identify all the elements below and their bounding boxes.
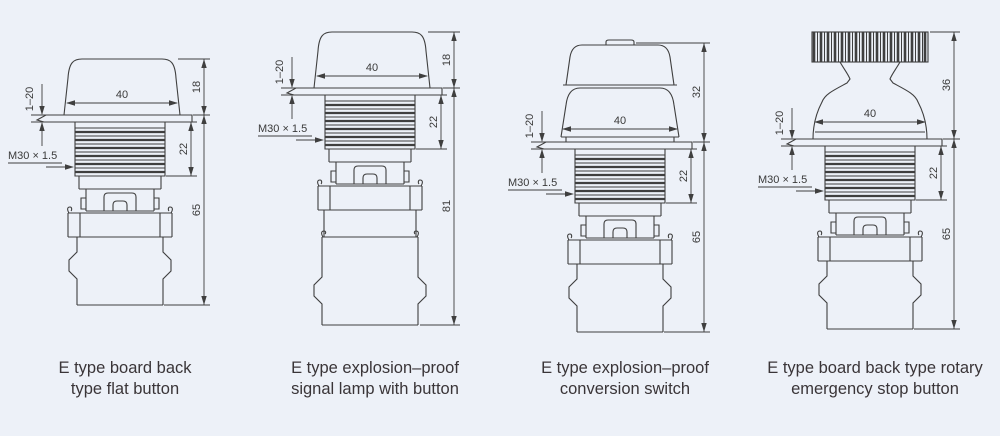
drawing-flat-button: 40 18 1–20 22 bbox=[8, 58, 210, 306]
thread-spec-label: M30 × 1.5 bbox=[258, 123, 324, 143]
caption-line: conversion switch bbox=[559, 380, 691, 399]
caption-line: emergency stop button bbox=[791, 380, 959, 399]
dim-total-height: 65 bbox=[164, 115, 210, 306]
figure-emergency-stop: 40 36 1–20 22 bbox=[750, 0, 1000, 436]
dim-total-height: 81 bbox=[420, 88, 460, 326]
drawing-emergency-stop: 40 36 1–20 22 bbox=[758, 30, 960, 330]
svg-text:40: 40 bbox=[366, 62, 378, 74]
dim-panel-range: 1–20 bbox=[274, 57, 297, 119]
conversion-switch-outline bbox=[536, 39, 693, 333]
caption-line: E type explosion–proof bbox=[541, 359, 709, 377]
dim-cap-height: 18 bbox=[178, 58, 210, 116]
svg-text:22: 22 bbox=[178, 143, 190, 155]
svg-text:22: 22 bbox=[678, 170, 690, 182]
dim-cap-height: 32 bbox=[636, 42, 710, 143]
caption-line: signal lamp with button bbox=[291, 380, 459, 399]
caption-line: type flat button bbox=[70, 380, 180, 399]
svg-text:1–20: 1–20 bbox=[774, 111, 786, 135]
emergency-stop-outline bbox=[786, 30, 943, 330]
svg-text:22: 22 bbox=[928, 167, 940, 179]
dim-top-width: 40 bbox=[814, 108, 926, 125]
flat-button-outline bbox=[36, 58, 193, 306]
figure-signal-lamp: 40 18 1–20 22 bbox=[250, 0, 500, 436]
svg-text:65: 65 bbox=[941, 228, 953, 240]
signal-lamp-outline bbox=[286, 31, 443, 326]
thread-spec-label: M30 × 1.5 bbox=[508, 177, 574, 197]
dim-thread-length: 22 bbox=[916, 145, 947, 201]
svg-text:M30 × 1.5: M30 × 1.5 bbox=[508, 177, 557, 189]
svg-text:18: 18 bbox=[191, 81, 203, 93]
caption-line: E type explosion–proof bbox=[291, 359, 459, 377]
dim-thread-length: 22 bbox=[666, 148, 697, 204]
svg-text:40: 40 bbox=[614, 115, 626, 127]
caption-line: E type board back type rotary bbox=[767, 359, 983, 377]
dim-total-height: 65 bbox=[914, 139, 960, 330]
caption-line: E type board back bbox=[58, 359, 192, 377]
svg-text:36: 36 bbox=[941, 79, 953, 91]
figure-flat-button: 40 18 1–20 22 bbox=[0, 0, 250, 436]
thread-spec-label: M30 × 1.5 bbox=[8, 150, 74, 170]
svg-text:40: 40 bbox=[864, 108, 876, 120]
dim-thread-length: 22 bbox=[416, 94, 447, 150]
thread-spec-label: M30 × 1.5 bbox=[758, 174, 824, 194]
svg-text:65: 65 bbox=[191, 204, 203, 216]
svg-text:22: 22 bbox=[428, 116, 440, 128]
dim-total-height: 65 bbox=[664, 142, 710, 333]
dim-top-width: 40 bbox=[66, 89, 178, 106]
figure-caption: E type board back type rotary emergency … bbox=[750, 358, 1000, 400]
svg-text:M30 × 1.5: M30 × 1.5 bbox=[258, 123, 307, 135]
drawing-conversion-switch: 40 32 1–20 22 bbox=[508, 39, 710, 333]
figure-caption: E type board back type flat button bbox=[0, 358, 250, 400]
svg-text:M30 × 1.5: M30 × 1.5 bbox=[758, 174, 807, 186]
dim-thread-length: 22 bbox=[166, 121, 197, 177]
svg-text:65: 65 bbox=[691, 231, 703, 243]
dim-cap-height: 36 bbox=[930, 31, 960, 140]
dim-top-width: 40 bbox=[562, 115, 678, 132]
figure-conversion-switch: 40 32 1–20 22 bbox=[500, 0, 750, 436]
svg-text:32: 32 bbox=[691, 86, 703, 98]
dim-panel-range: 1–20 bbox=[524, 111, 547, 173]
dim-cap-height: 18 bbox=[428, 31, 460, 89]
drawing-signal-lamp: 40 18 1–20 22 bbox=[258, 31, 460, 326]
figure-caption: E type explosion–proof signal lamp with … bbox=[250, 358, 500, 400]
dim-panel-range: 1–20 bbox=[24, 84, 47, 146]
svg-text:1–20: 1–20 bbox=[24, 87, 36, 111]
svg-text:1–20: 1–20 bbox=[274, 60, 286, 84]
svg-text:1–20: 1–20 bbox=[524, 114, 536, 138]
figure-caption: E type explosion–proof conversion switch bbox=[500, 358, 750, 400]
svg-text:M30 × 1.5: M30 × 1.5 bbox=[8, 150, 57, 162]
svg-text:18: 18 bbox=[441, 54, 453, 66]
svg-text:40: 40 bbox=[116, 89, 128, 101]
dim-panel-range: 1–20 bbox=[774, 108, 797, 170]
knurl-stripes bbox=[812, 30, 927, 64]
dim-top-width: 40 bbox=[316, 62, 428, 79]
svg-text:81: 81 bbox=[441, 200, 453, 212]
